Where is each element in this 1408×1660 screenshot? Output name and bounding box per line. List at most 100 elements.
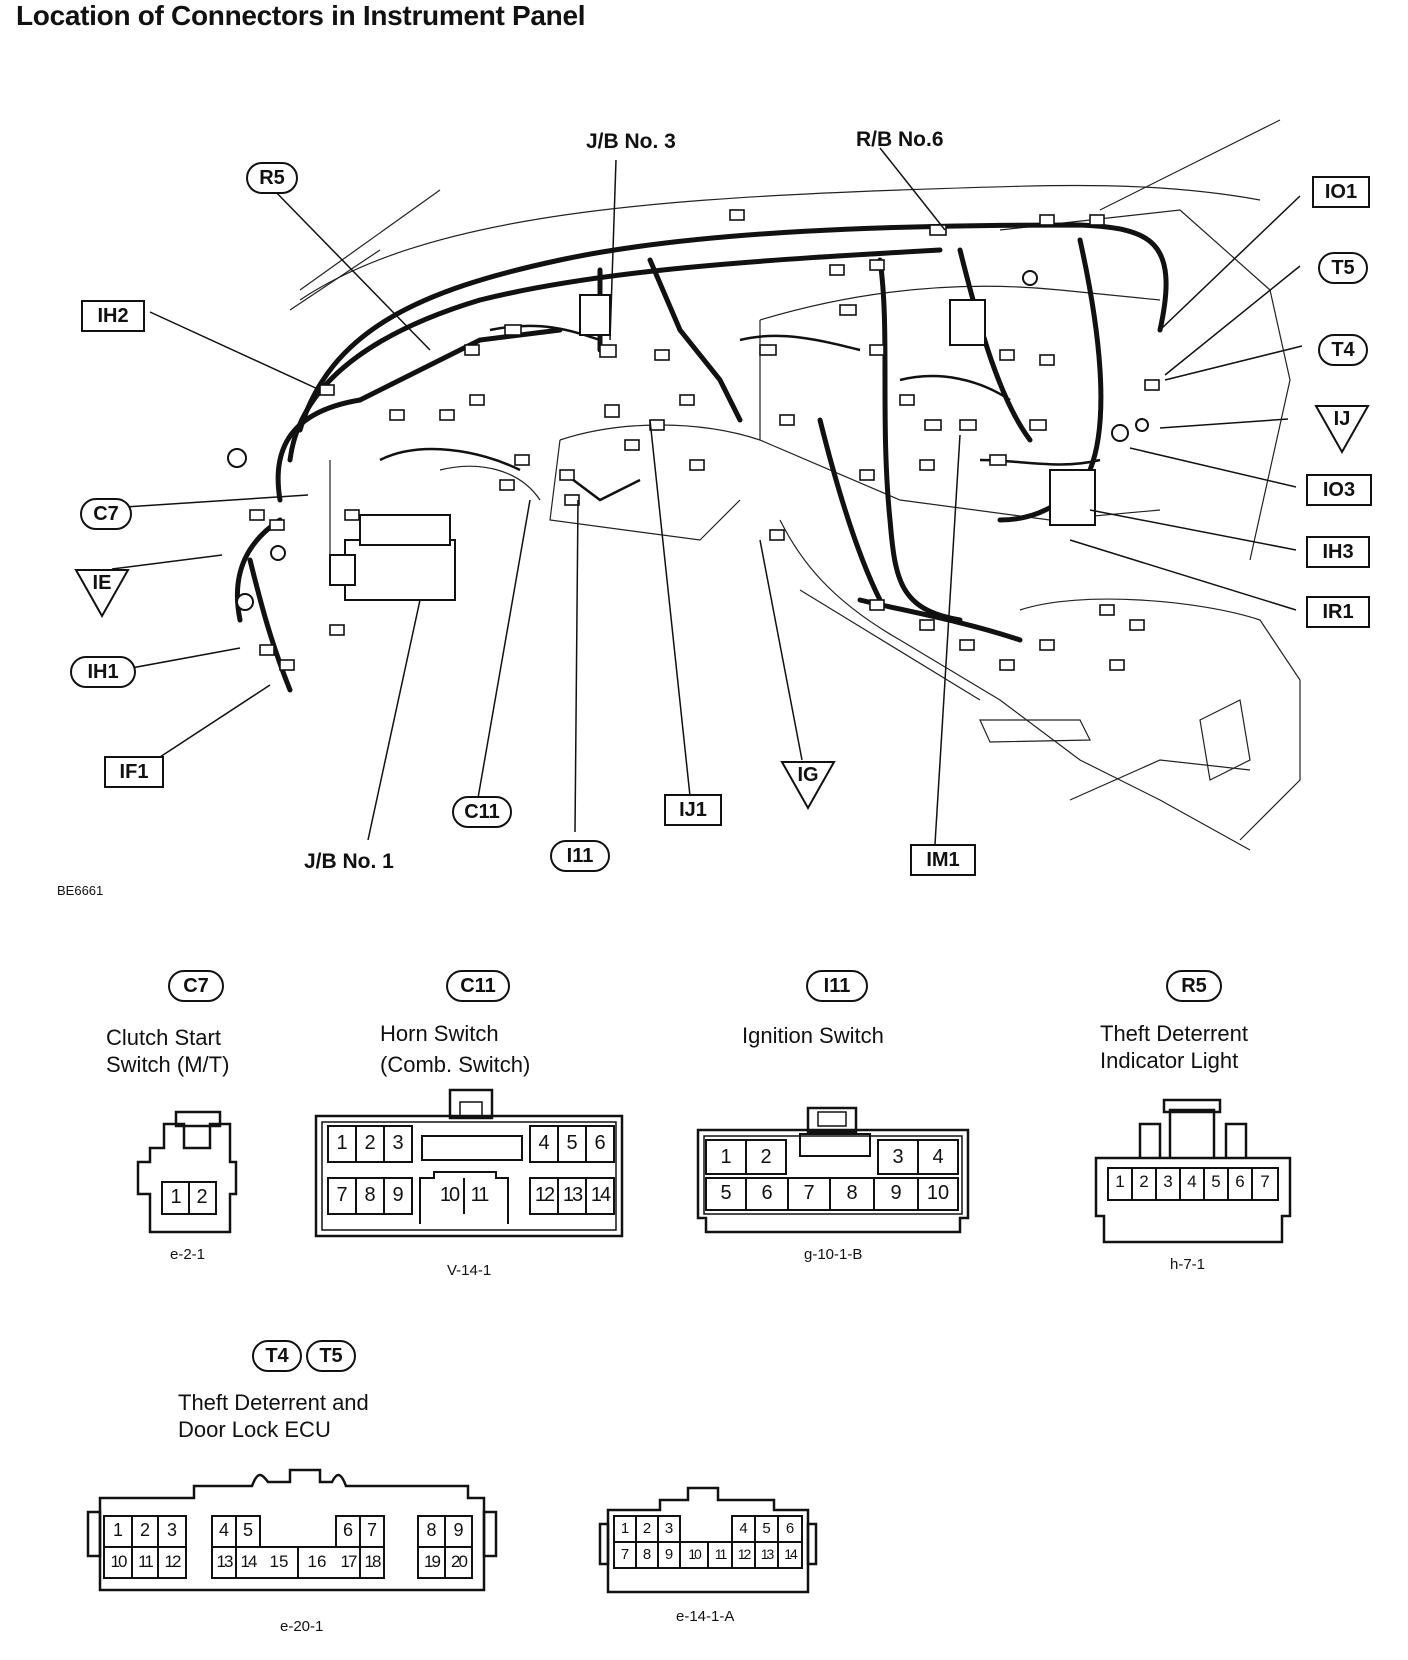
connector-c11-pin: 5 (566, 1132, 578, 1154)
connector-c11-pin: 7 (336, 1184, 348, 1206)
connector-c11-pin: 2 (364, 1132, 376, 1154)
callout-jb3: J/B No. 3 (586, 130, 676, 153)
connector-c11-pin: 3 (392, 1132, 404, 1154)
figure-code: BE6661 (57, 883, 104, 898)
connector-c11-code: V-14-1 (447, 1262, 492, 1279)
callout-t5: T5 (1318, 252, 1368, 284)
connector-t4-pin: 10 (110, 1552, 128, 1571)
callout-im1: IM1 (910, 844, 976, 876)
connector-t4-pin: 4 (218, 1520, 229, 1540)
callout-ig-label: IG (797, 764, 819, 786)
connector-c11-pin: 1 (336, 1132, 348, 1154)
triangle-marker-icon (780, 761, 836, 811)
callout-ih1: IH1 (70, 656, 136, 688)
connector-c7-pin: 2 (196, 1186, 208, 1208)
instrument-panel-drawing (111, 119, 1303, 851)
callout-jb1: J/B No. 1 (304, 850, 394, 873)
connector-c11-pin: 13 (562, 1184, 583, 1206)
connector-t5-pin: 5 (762, 1520, 771, 1537)
connector-i11-pin: 8 (846, 1182, 858, 1204)
connector-i11-pin: 5 (720, 1182, 732, 1204)
connector-c11-pin: 11 (470, 1184, 490, 1206)
connector-r5-tag: R5 (1166, 970, 1222, 1002)
connector-t4-pin: 20 (451, 1552, 468, 1571)
callout-ir1: IR1 (1306, 596, 1370, 628)
callout-t4: T4 (1318, 334, 1368, 366)
connector-r5-pin: 5 (1211, 1172, 1221, 1191)
callout-i11: I11 (550, 840, 610, 872)
connector-c11-pin: 9 (392, 1184, 404, 1206)
connector-r5-pin: 4 (1187, 1172, 1197, 1191)
connector-i11-pin: 10 (926, 1182, 950, 1204)
callout-rb6: R/B No.6 (856, 128, 944, 151)
connector-i11-code: g-10-1-B (804, 1246, 863, 1263)
callout-if1: IF1 (104, 756, 164, 788)
connector-t5-pin: 1 (620, 1520, 630, 1537)
connector-t5-pin: 7 (620, 1546, 630, 1563)
callout-ie-label: IE (92, 572, 112, 594)
connector-c7-code: e-2-1 (170, 1246, 206, 1263)
connector-t4-pin: 13 (216, 1552, 234, 1571)
connector-t4-pin: 1 (112, 1520, 123, 1540)
callout-ih3: IH3 (1306, 536, 1370, 568)
connector-i11-pin: 2 (760, 1146, 772, 1168)
connector-t4-pin: 19 (424, 1552, 441, 1571)
connector-c11-pin: 14 (590, 1184, 611, 1206)
connector-i11-pin: 1 (720, 1146, 732, 1168)
callout-ig: IG (780, 760, 836, 812)
triangle-marker-icon (74, 569, 130, 619)
connector-c11-pin: 10 (439, 1184, 460, 1206)
connector-c11-name-line1: Horn Switch (380, 1021, 499, 1046)
connector-i11-tag: I11 (806, 970, 868, 1002)
connector-t5-pin: 12 (737, 1546, 752, 1562)
connector-t5-tag: T5 (306, 1340, 356, 1372)
connector-t4-pin: 3 (166, 1520, 177, 1540)
triangle-marker-icon (1314, 405, 1370, 455)
connector-t5-pin: 4 (739, 1520, 748, 1537)
connector-t4t5-name-line1: Theft Deterrent and (178, 1390, 369, 1415)
connector-i11-name-line1: Ignition Switch (742, 1023, 884, 1048)
callout-c11: C11 (452, 796, 512, 828)
callout-ij1: IJ1 (664, 794, 722, 826)
connector-c11-pin: 4 (538, 1132, 550, 1154)
connector-r5-name-line2: Indicator Light (1100, 1048, 1239, 1073)
callout-ih2: IH2 (81, 300, 145, 332)
connector-t4t5-name-line2: Door Lock ECU (178, 1417, 331, 1442)
connector-c7-pin: 1 (170, 1186, 182, 1208)
connector-c7-name-line2: Switch (M/T) (106, 1052, 230, 1077)
connector-r5-pin: 3 (1163, 1172, 1173, 1191)
connector-t4-pin: 11 (138, 1552, 154, 1571)
connector-t5-pin: 14 (784, 1546, 798, 1562)
callout-ie: IE (74, 568, 130, 620)
connector-t5-pin: 11 (714, 1546, 728, 1562)
connector-r5-name-line1: Theft Deterrent (1100, 1021, 1248, 1046)
connector-r5-code: h-7-1 (1170, 1256, 1206, 1273)
callout-c7: C7 (80, 498, 132, 530)
connector-r5-pin: 1 (1115, 1172, 1125, 1191)
connector-r5-pin: 7 (1260, 1172, 1270, 1191)
connector-i11-pin: 7 (803, 1182, 815, 1204)
connector-t4-pin: 15 (269, 1552, 289, 1571)
callout-io1: IO1 (1312, 176, 1370, 208)
connector-t5-pin: 6 (785, 1520, 795, 1537)
connector-i11-pin: 6 (761, 1182, 773, 1204)
connector-i11-pin: 4 (932, 1146, 944, 1168)
connector-t4-pin: 12 (164, 1552, 182, 1571)
connector-t4-pin: 9 (453, 1520, 464, 1540)
connector-t4-pin: 8 (426, 1520, 437, 1540)
connector-t4-pin: 5 (242, 1520, 253, 1540)
connector-c7-name-line1: Clutch Start (106, 1025, 221, 1050)
connector-t5-pin: 13 (760, 1546, 775, 1562)
connector-c11-name-line2: (Comb. Switch) (380, 1052, 531, 1077)
connector-r5-pin: 6 (1235, 1172, 1245, 1191)
callout-ij-label: IJ (1333, 408, 1351, 430)
connector-t4-pin: 17 (340, 1552, 358, 1571)
connector-i11-pin: 9 (890, 1182, 902, 1204)
callout-io3: IO3 (1306, 474, 1372, 506)
connector-t4-code: e-20-1 (280, 1618, 324, 1635)
connector-t5-pin: 8 (642, 1546, 652, 1563)
connector-t4-pin: 2 (139, 1520, 150, 1540)
connector-c11-tag: C11 (446, 970, 510, 1002)
connector-t4-tag: T4 (252, 1340, 302, 1372)
connector-t4-pin: 7 (366, 1520, 377, 1540)
